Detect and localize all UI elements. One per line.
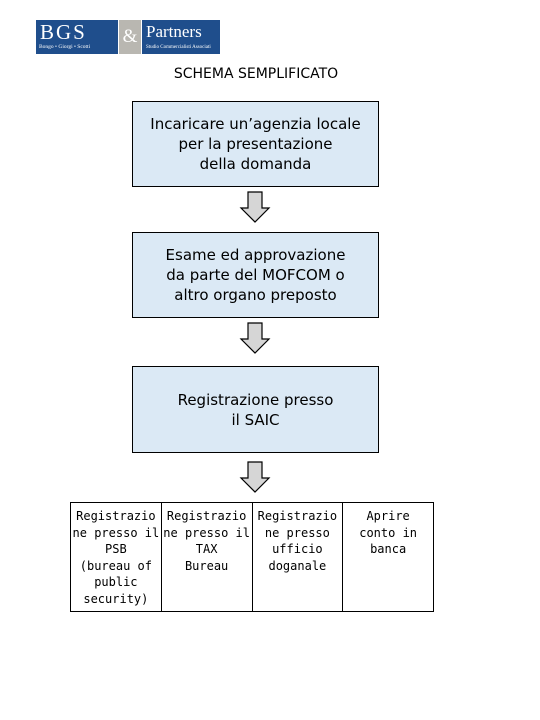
final-step-tax-text: Registrazio ne presso il TAX Bureau	[163, 509, 250, 573]
final-step-tax: Registrazio ne presso il TAX Bureau	[160, 503, 252, 611]
final-step-psb-text: Registrazio ne presso il PSB (bureau of …	[72, 509, 160, 606]
logo-ampersand: &	[119, 20, 141, 54]
final-step-psb: Registrazio ne presso il PSB (bureau of …	[71, 503, 161, 611]
final-step-customs: Registrazio ne presso ufficio doganale	[251, 503, 343, 611]
logo-bgs-subtitle: Bongo • Giorgi • Scotti	[39, 44, 91, 50]
step-2-text: Esame ed approvazione da parte del MOFCO…	[165, 246, 346, 304]
final-step-bank-text: Aprire conto in banca	[359, 509, 418, 556]
step-1-text: Incaricare un’agenzia locale per la pres…	[150, 115, 361, 173]
final-step-customs-text: Registrazio ne presso ufficio doganale	[257, 509, 338, 573]
final-steps-table: Registrazio ne presso il PSB (bureau of …	[70, 502, 434, 612]
final-step-bank: Aprire conto in banca	[342, 503, 433, 611]
step-box-1: Incaricare un’agenzia locale per la pres…	[132, 101, 379, 187]
down-arrow-icon	[239, 322, 271, 354]
step-box-2: Esame ed approvazione da parte del MOFCO…	[132, 232, 379, 318]
logo-bgs-text: BGS	[40, 20, 87, 44]
step-3-text: Registrazione presso il SAIC	[177, 390, 334, 429]
step-box-3: Registrazione presso il SAIC	[132, 366, 379, 453]
logo-partners-subtitle: Studio Commercialisti Associati	[146, 45, 211, 50]
diagram-title: SCHEMA SEMPLIFICATO	[173, 66, 339, 82]
logo-partners-text: Partners	[146, 22, 202, 41]
down-arrow-icon	[239, 191, 271, 223]
logo-bgs-block: BGS Bongo • Giorgi • Scotti	[36, 20, 118, 54]
down-arrow-icon	[239, 461, 271, 493]
logo-partners-block: Partners Studio Commercialisti Associati	[142, 20, 220, 54]
company-logo: BGS Bongo • Giorgi • Scotti & Partners S…	[36, 20, 220, 54]
